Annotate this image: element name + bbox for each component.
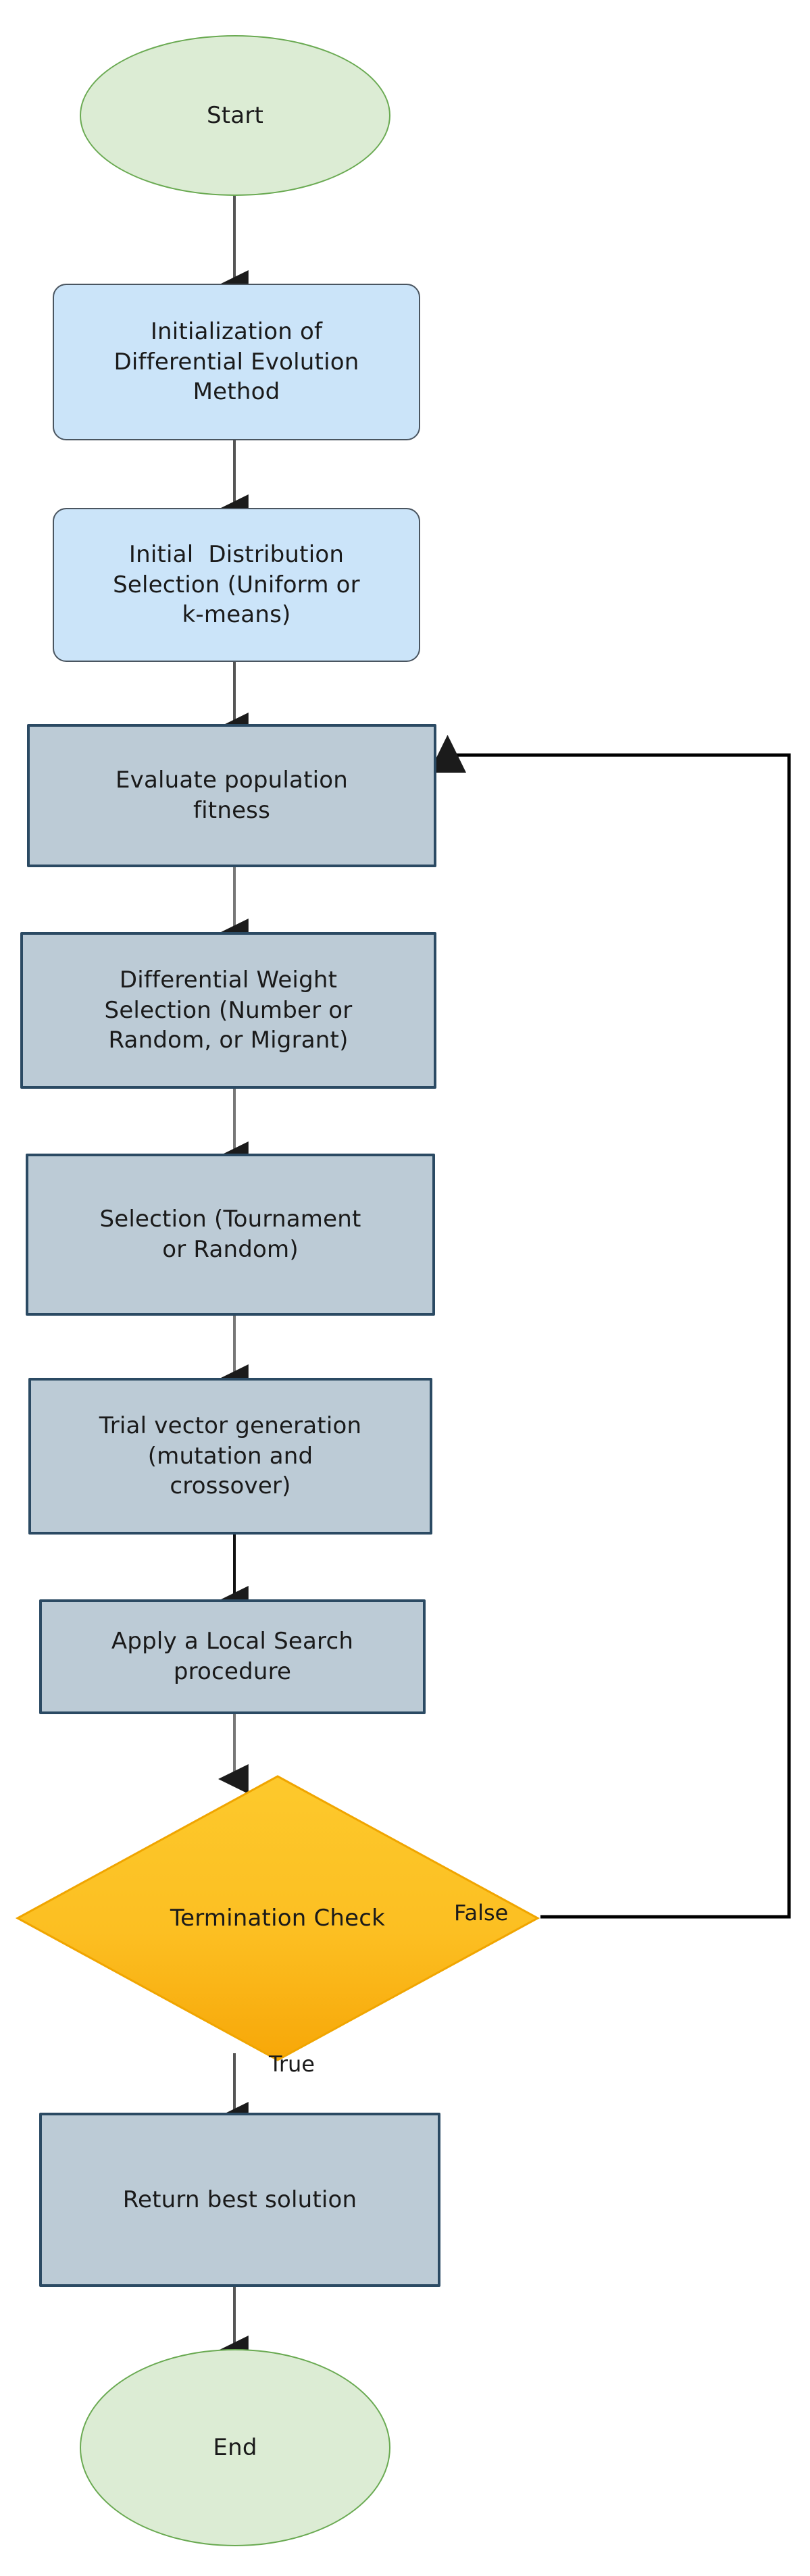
node-differential-weight-selection[interactable]: Differential Weight Selection (Number or…: [20, 932, 436, 1089]
node-return-best-solution-label: Return best solution: [122, 2186, 357, 2213]
node-initialization[interactable]: Initialization of Differential Evolution…: [53, 284, 420, 440]
node-evaluate-population-fitness-label: Evaluate population fitness: [115, 767, 349, 824]
node-initialization-label: Initialization of Differential Evolution…: [113, 317, 359, 406]
node-termination-check-text: Termination Check: [15, 1774, 540, 2063]
edge-termination-to-evaluate-loop: [429, 735, 791, 1919]
node-selection-label: Selection (Tournament or Random): [99, 1206, 361, 1263]
node-start[interactable]: Start: [80, 35, 390, 196]
edge-label-true: True: [269, 2051, 315, 2077]
node-return-best-solution[interactable]: Return best solution: [39, 2113, 440, 2287]
node-trial-vector-generation[interactable]: Trial vector generation (mutation and cr…: [28, 1378, 432, 1535]
termination-check-diamond-shape: [15, 1775, 540, 2061]
node-start-label: Start: [206, 101, 264, 129]
node-trial-vector-generation-label: Trial vector generation (mutation and cr…: [99, 1412, 362, 1500]
node-differential-weight-selection-label: Differential Weight Selection (Number or…: [104, 966, 353, 1054]
node-end[interactable]: End: [80, 2349, 390, 2546]
node-termination-check-label: Termination Check: [170, 1904, 386, 1932]
node-initial-distribution[interactable]: Initial Distribution Selection (Uniform …: [53, 508, 420, 662]
edge-label-false: False: [454, 1900, 509, 1926]
node-selection[interactable]: Selection (Tournament or Random): [26, 1154, 435, 1316]
node-evaluate-population-fitness[interactable]: Evaluate population fitness: [27, 724, 436, 867]
node-apply-local-search[interactable]: Apply a Local Search procedure: [39, 1599, 426, 1714]
node-termination-check[interactable]: Termination Check: [15, 1774, 540, 2063]
node-end-label: End: [213, 2433, 257, 2461]
node-initial-distribution-label: Initial Distribution Selection (Uniform …: [113, 540, 360, 629]
node-apply-local-search-label: Apply a Local Search procedure: [111, 1628, 354, 1685]
